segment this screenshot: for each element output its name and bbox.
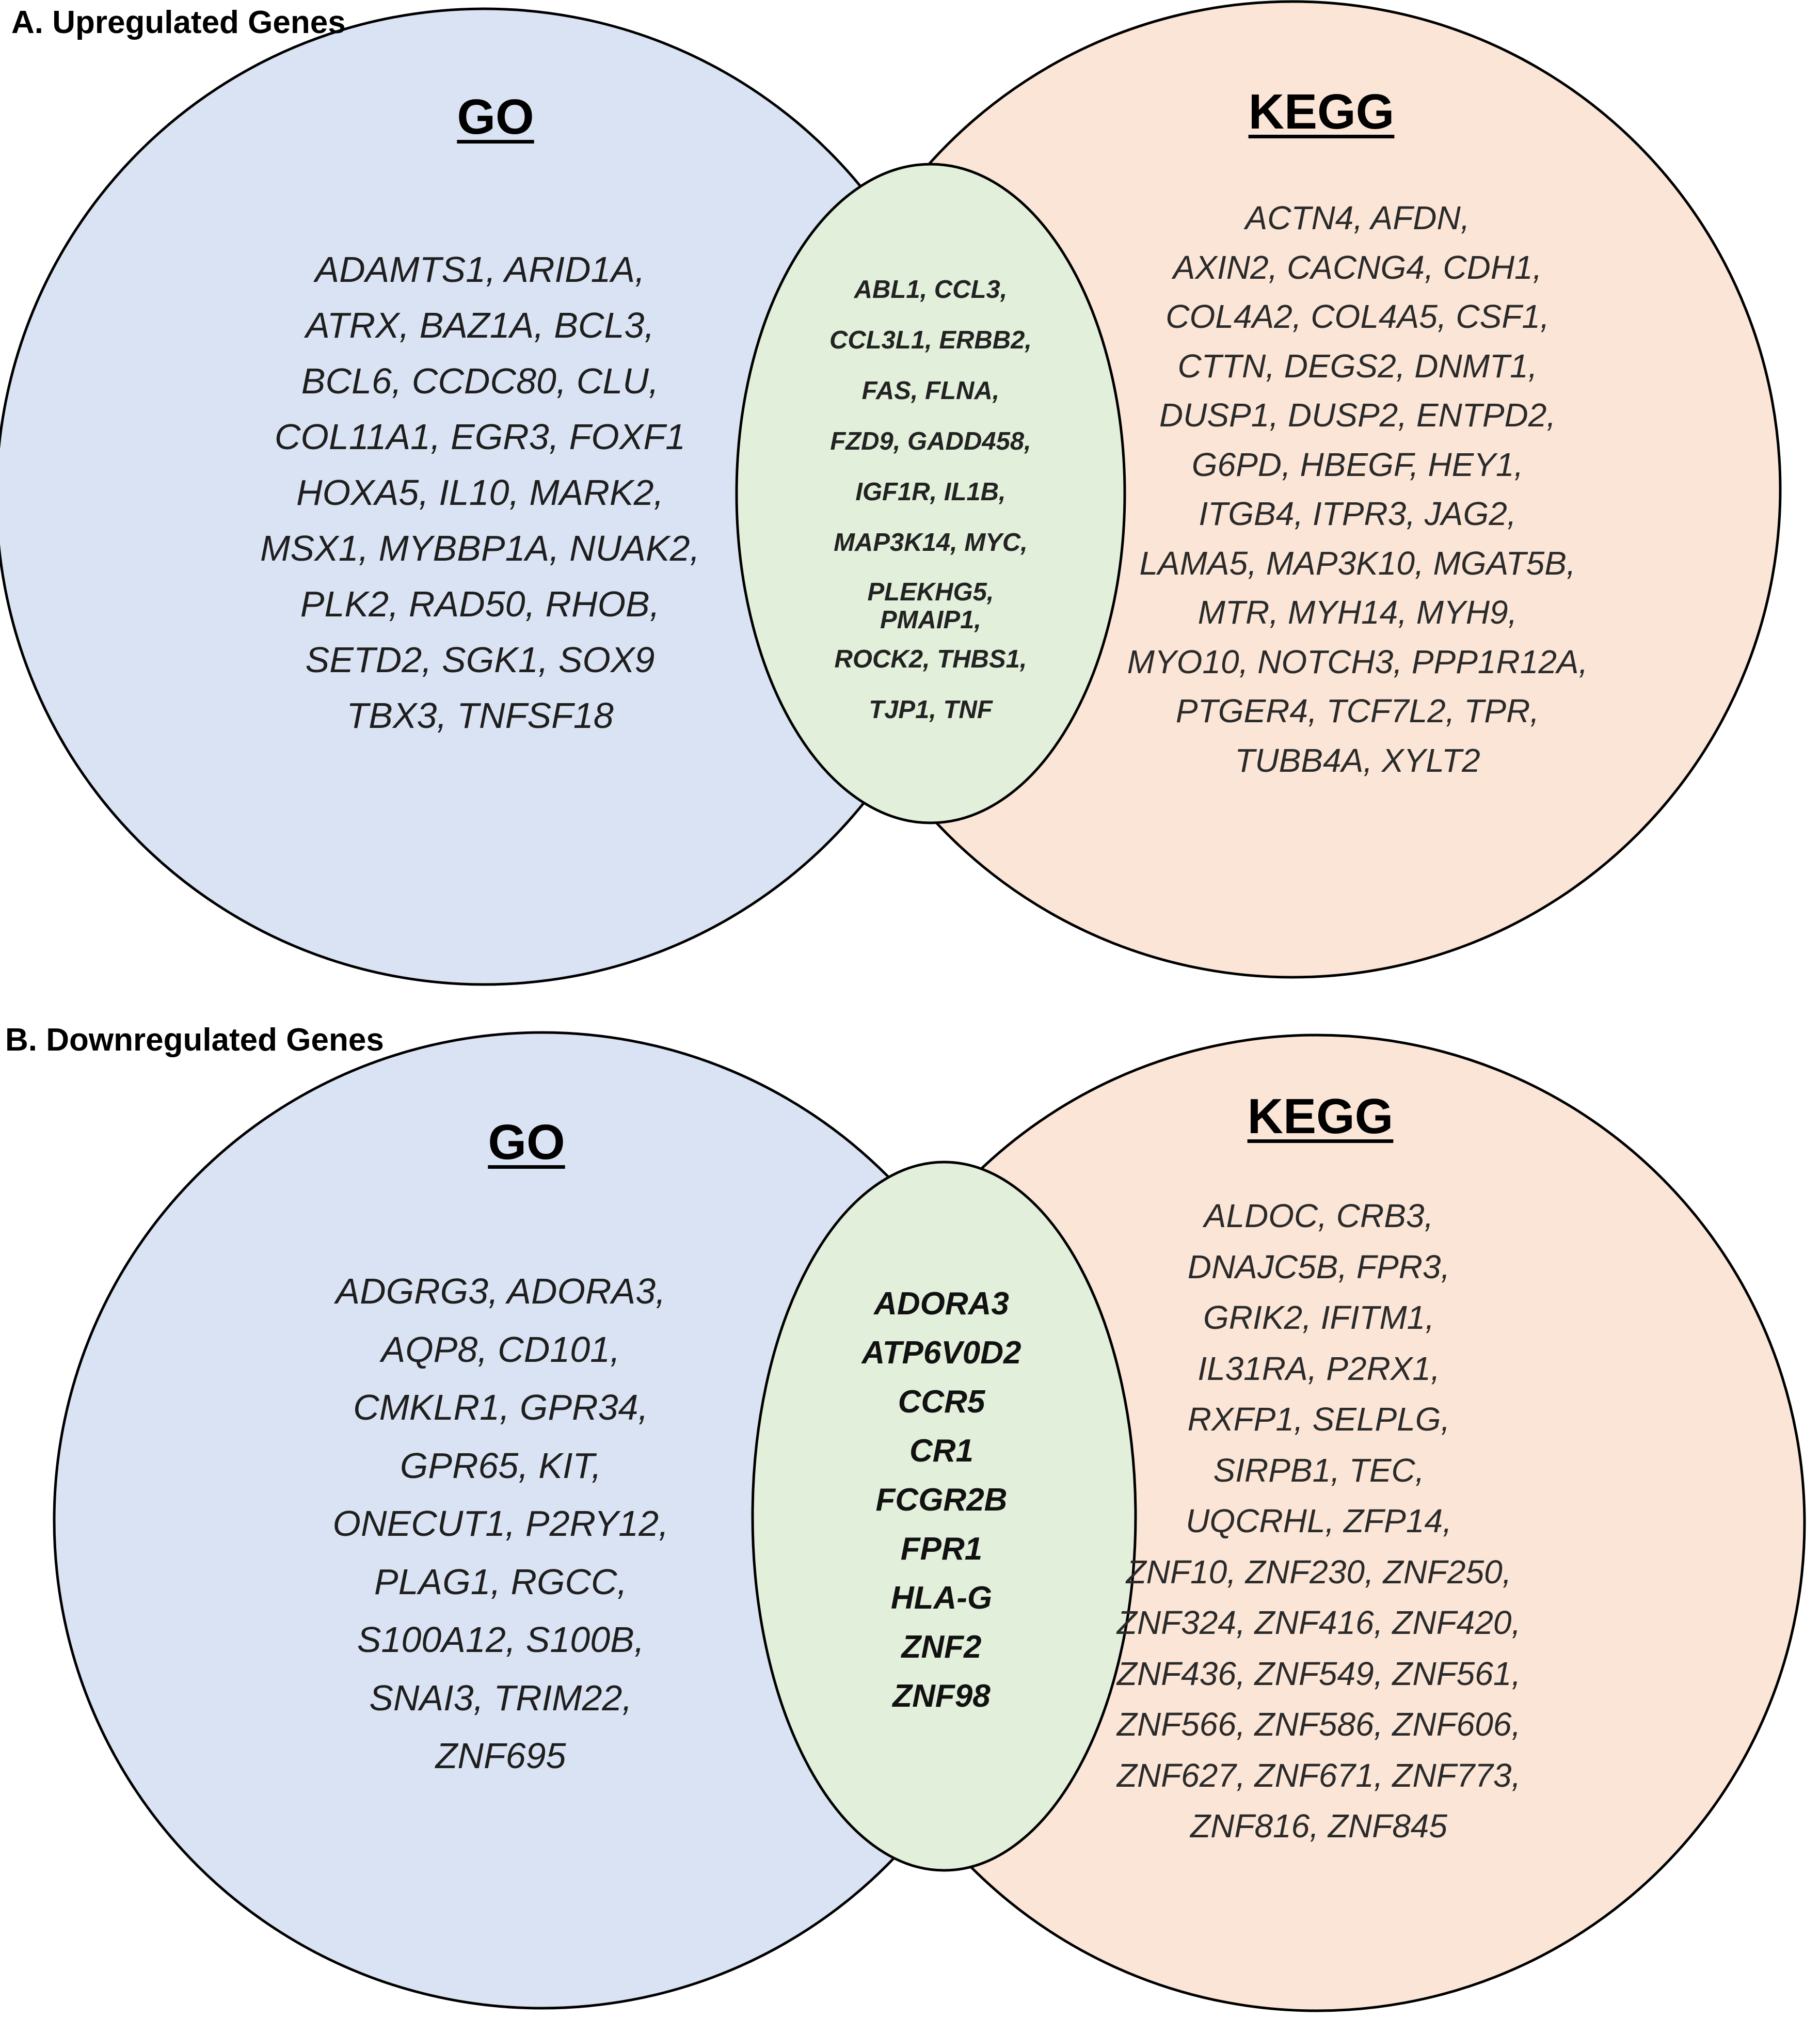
gene-line: FPR1 [900, 1531, 983, 1567]
gene-line: BCL6, CCDC80, CLU, [301, 361, 659, 401]
gene-line: PTGER4, TCF7L2, TPR, [1175, 692, 1540, 729]
gene-line: CTTN, DEGS2, DNMT1, [1177, 347, 1538, 385]
gene-line: LAMA5, MAP3K10, MGAT5B, [1139, 544, 1576, 582]
panel-a-go-gene-list: ADAMTS1, ARID1A, ATRX, BAZ1A, BCL3, BCL6… [196, 242, 764, 743]
gene-line: G6PD, HBEGF, HEY1, [1191, 446, 1524, 483]
gene-line: UQCRHL, ZFP14, [1186, 1502, 1452, 1539]
gene-line: ADGRG3, ADORA3, [336, 1271, 666, 1311]
gene-line: MTR, MYH14, MYH9, [1198, 594, 1518, 631]
gene-line: COL11A1, EGR3, FOXF1 [274, 417, 686, 457]
gene-line: ATRX, BAZ1A, BCL3, [306, 305, 654, 345]
gene-line: GRIK2, IFITM1, [1203, 1299, 1435, 1336]
gene-line: PLEKHG5, [867, 578, 994, 606]
gene-line: ZNF816, ZNF845 [1190, 1807, 1447, 1845]
gene-line: HOXA5, IL10, MARK2, [296, 472, 664, 513]
gene-line: ZNF566, ZNF586, ZNF606, [1116, 1706, 1521, 1743]
gene-line: ZNF627, ZNF671, ZNF773, [1116, 1756, 1521, 1794]
gene-line: SNAI3, TRIM22, [369, 1677, 632, 1718]
gene-line: AQP8, CD101, [381, 1329, 620, 1370]
panel-b-shared-ellipse [751, 1161, 1137, 1872]
panel-a-title: A. Upregulated Genes [11, 5, 346, 40]
gene-line: ZNF2 [901, 1629, 982, 1665]
gene-line: DNAJC5B, FPR3, [1187, 1248, 1450, 1285]
gene-line: IL31RA, P2RX1, [1198, 1349, 1440, 1387]
gene-line: ITGB4, ITPR3, JAG2, [1199, 495, 1516, 532]
panel-a-shared-gene-list: ABL1, CCL3, CCL3L1, ERBB2, FAS, FLNA, FZ… [776, 264, 1085, 735]
gene-line: ROCK2, THBS1, [834, 645, 1027, 673]
gene-line: ATP6V0D2 [861, 1335, 1021, 1371]
gene-line: HLA-G [890, 1580, 993, 1616]
gene-line: DUSP1, DUSP2, ENTPD2, [1159, 396, 1556, 434]
gene-line: MAP3K14, MYC, [834, 529, 1028, 557]
gene-line: CR1 [909, 1433, 974, 1469]
gene-line: ACTN4, AFDN, [1245, 199, 1470, 236]
gene-line: MSX1, MYBBP1A, NUAK2, [260, 528, 700, 568]
gene-line: SETD2, SGK1, SOX9 [305, 640, 655, 680]
gene-line: ZNF10, ZNF230, ZNF250, [1126, 1553, 1512, 1591]
gene-line: FAS, FLNA, [861, 377, 1000, 405]
gene-line: ALDOC, CRB3, [1204, 1197, 1434, 1234]
gene-line: FZD9, GADD458, [830, 427, 1031, 455]
gene-line: ZNF695 [435, 1736, 566, 1776]
gene-line: ZNF324, ZNF416, ZNF420, [1116, 1604, 1521, 1641]
panel-b-go-gene-list: ADGRG3, ADORA3, AQP8, CD101, CMKLR1, GPR… [217, 1262, 785, 1785]
panel-b-title: B. Downregulated Genes [5, 1022, 384, 1058]
gene-line: ONECUT1, P2RY12, [332, 1503, 669, 1544]
gene-line: ZNF436, ZNF549, ZNF561, [1116, 1655, 1521, 1692]
panel-b-go-heading: GO [488, 1115, 565, 1170]
gene-line: AXIN2, CACNG4, CDH1, [1173, 248, 1542, 286]
panel-a-shared-ellipse [735, 163, 1126, 824]
gene-line: PLK2, RAD50, RHOB, [300, 584, 660, 624]
gene-line: SIRPB1, TEC, [1213, 1451, 1425, 1489]
gene-line: FCGR2B [875, 1482, 1008, 1518]
panel-a-venn [0, 0, 1782, 986]
gene-line: TJP1, TNF [869, 696, 993, 724]
gene-line: TUBB4A, XYLT2 [1235, 741, 1480, 779]
gene-line: PMAIP1, [880, 606, 982, 634]
gene-line: RXFP1, SELPLG, [1187, 1401, 1450, 1438]
panel-b-kegg-heading: KEGG [1247, 1089, 1394, 1144]
panel-a-kegg-gene-list: ACTN4, AFDN, AXIN2, CACNG4, CDH1, COL4A2… [1074, 194, 1641, 785]
gene-line: PLAG1, RGCC, [374, 1561, 628, 1602]
panel-b-kegg-gene-list: ALDOC, CRB3, DNAJC5B, FPR3, GRIK2, IFITM… [1035, 1190, 1603, 1852]
gene-line: CCR5 [898, 1384, 985, 1420]
panel-b-venn [53, 1031, 1806, 2012]
panel-b-shared-gene-list: ADORA3 ATP6V0D2 CCR5 CR1 FCGR2B FPR1 HLA… [787, 1279, 1096, 1721]
gene-line: S100A12, S100B, [357, 1619, 645, 1660]
gene-line: COL4A2, COL4A5, CSF1, [1166, 298, 1550, 335]
gene-line: ZNF98 [892, 1678, 991, 1714]
gene-line: ADORA3 [874, 1286, 1009, 1322]
panel-a-kegg-heading: KEGG [1248, 84, 1395, 139]
gene-line: MYO10, NOTCH3, PPP1R12A, [1127, 643, 1588, 680]
gene-line: ADAMTS1, ARID1A, [315, 249, 645, 290]
gene-line: IGF1R, IL1B, [855, 478, 1006, 506]
gene-line: CMKLR1, GPR34, [353, 1387, 648, 1427]
gene-line: TBX3, TNFSF18 [346, 695, 614, 736]
gene-line: CCL3L1, ERBB2, [829, 326, 1032, 354]
panel-a-go-heading: GO [457, 89, 534, 145]
gene-line: ABL1, CCL3, [854, 276, 1008, 304]
gene-line: GPR65, KIT, [400, 1445, 602, 1486]
